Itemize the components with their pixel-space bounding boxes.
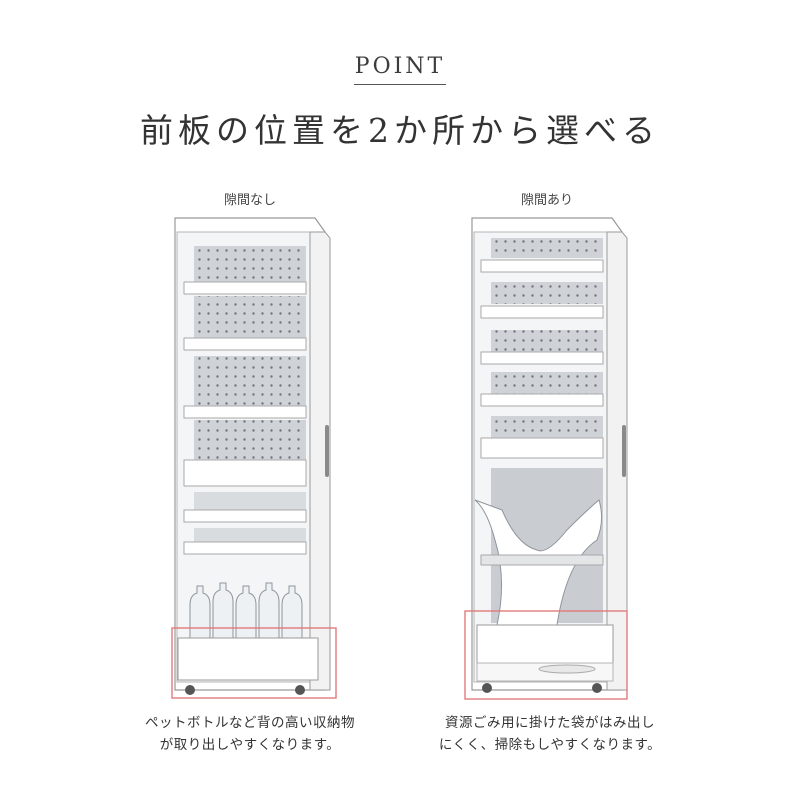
point-underline bbox=[354, 84, 446, 85]
highlight-frame bbox=[171, 627, 337, 699]
page-title: 前板の位置を2か所から選べる bbox=[140, 111, 660, 150]
caster-icon bbox=[482, 683, 602, 693]
right-caption: 資源ごみ用に掛けた袋がはみ出し にくく、掃除もしやすくなります。 bbox=[390, 712, 710, 756]
point-heading: POINT bbox=[354, 54, 446, 79]
caster-icon bbox=[185, 685, 305, 695]
door-handle-icon bbox=[325, 425, 329, 477]
right-caption-line1: 資源ごみ用に掛けた袋がはみ出し bbox=[445, 715, 655, 731]
left-label: 隙間なし bbox=[223, 193, 276, 208]
right-caption-line2: にくく、掃除もしやすくなります。 bbox=[438, 737, 662, 753]
right-label: 隙間あり bbox=[520, 193, 573, 208]
left-caption: ペットボトルなど背の高い収納物 が取り出しやすくなります。 bbox=[90, 712, 410, 756]
cabinet-no-gap-illustration bbox=[171, 217, 337, 699]
bottles bbox=[189, 582, 303, 639]
left-caption-line2: が取り出しやすくなります。 bbox=[159, 737, 341, 753]
highlight-frame bbox=[464, 610, 628, 700]
cabinet-with-gap-illustration bbox=[464, 217, 628, 700]
door-handle-icon bbox=[622, 425, 626, 477]
left-caption-line1: ペットボトルなど背の高い収納物 bbox=[145, 715, 355, 731]
